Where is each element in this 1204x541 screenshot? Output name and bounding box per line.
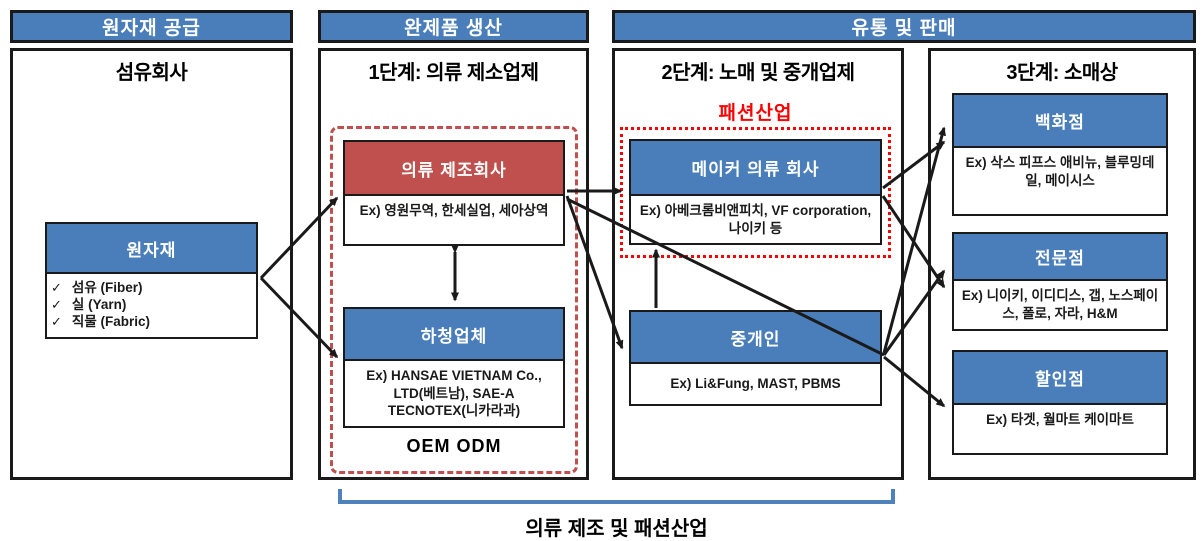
department-store-header: 백화점 [954,95,1166,148]
maker-apparel-company-examples: Ex) 아베크롬비앤피치, VF corporation, 나이키 등 [639,203,872,236]
raw-material-item-label: 직물 (Fabric) [71,313,151,329]
check-icon: ✓ [51,280,62,295]
maker-apparel-company-box: 메이커 의류 회사 Ex) 아베크롬비앤피치, VF corporation, … [629,139,882,246]
oem-odm-label: OEM ODM [406,436,502,456]
check-icon: ✓ [51,313,62,329]
column-title-stage1: 1단계: 의류 제소업제 [368,62,539,84]
subcontractor-header: 하청업체 [345,309,563,361]
stage-header-production: 완제품 생산 [318,10,589,43]
discount-store-box: 할인점 Ex) 타겟, 월마트 케이마트 [952,350,1168,455]
stage-header-distribution: 유통 및 판매 [612,10,1196,43]
specialty-store-examples: Ex) 니이키, 이디디스, 갭, 노스페이스, 폴로, 자라, H&M [961,288,1159,321]
column-title-stage3: 3단계: 소매상 [1006,62,1118,84]
column-title-fiber-company: 섬유회사 [115,62,188,84]
apparel-manufacturer-header: 의류 제조회사 [345,142,563,196]
fashion-industry-bracket [338,489,895,504]
raw-material-item-label: 섬유 (Fiber) [71,280,143,295]
bracket-label: 의류 제조 및 패션산업 [525,518,708,540]
raw-material-box: 원자재 ✓ 섬유 (Fiber) ✓ 실 (Yarn) ✓ 직물 (Fabric… [45,222,258,339]
broker-box: 중개인 Ex) Li&Fung, MAST, PBMS [629,310,882,406]
department-store-box: 백화점 Ex) 삭스 피프스 애비뉴, 블루밍데일, 메이시스 [952,93,1168,216]
column-title-stage2: 2단계: 노매 및 중개업제 [661,62,855,84]
apparel-manufacturer-examples: Ex) 영원무역, 한세실업, 세아상역 [359,203,549,218]
discount-store-header: 할인점 [954,352,1166,405]
raw-material-header: 원자재 [47,224,256,274]
check-icon: ✓ [51,296,62,312]
list-item: ✓ 실 (Yarn) [51,297,252,314]
discount-store-examples: Ex) 타겟, 월마트 케이마트 [986,412,1134,427]
list-item: ✓ 직물 (Fabric) [51,314,252,331]
list-item: ✓ 섬유 (Fiber) [51,280,252,297]
specialty-store-box: 전문점 Ex) 니이키, 이디디스, 갭, 노스페이스, 폴로, 자라, H&M [952,232,1168,331]
raw-material-items: ✓ 섬유 (Fiber) ✓ 실 (Yarn) ✓ 직물 (Fabric) [47,274,256,337]
apparel-manufacturer-box: 의류 제조회사 Ex) 영원무역, 한세실업, 세아상역 [343,140,565,246]
raw-material-item-label: 실 (Yarn) [71,296,127,312]
department-store-examples: Ex) 삭스 피프스 애비뉴, 블루밍데일, 메이시스 [965,155,1155,188]
subcontractor-box: 하청업체 Ex) HANSAE VIETNAM Co., LTD(베트남), S… [343,307,565,428]
stage-header-supply: 원자재 공급 [10,10,293,43]
broker-header: 중개인 [631,312,880,364]
fashion-industry-label: 패션산업 [718,103,793,124]
subcontractor-examples: Ex) HANSAE VIETNAM Co., LTD(베트남), SAE-A … [366,368,542,419]
maker-apparel-company-header: 메이커 의류 회사 [631,141,880,196]
broker-examples: Ex) Li&Fung, MAST, PBMS [670,376,841,392]
specialty-store-header: 전문점 [954,234,1166,281]
